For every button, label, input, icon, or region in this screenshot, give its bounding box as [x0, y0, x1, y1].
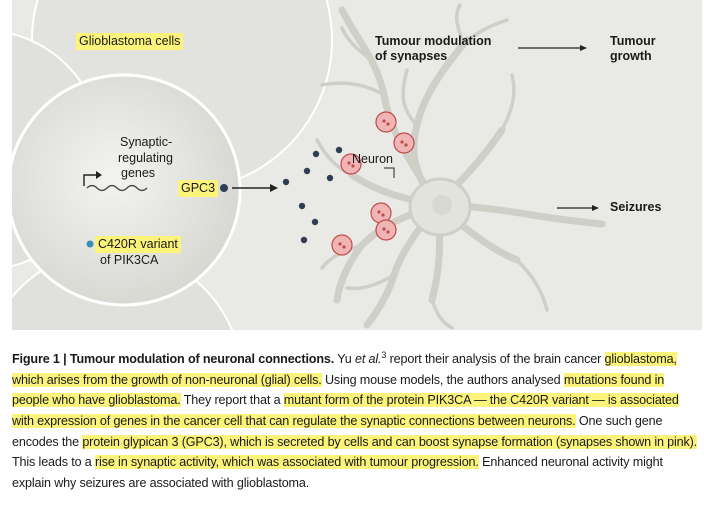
seizures-label: Seizures [610, 200, 662, 214]
tumour-growth-label-line1: Tumour [610, 34, 656, 48]
gpc3-label: GPC3 [178, 180, 219, 197]
gene-expression-arrow [83, 174, 96, 186]
gene-expression-arrowhead [96, 171, 102, 179]
secreted-gpc3-particles [282, 146, 343, 244]
caption-highlight-4: protein glypican 3 (GPC3), which is secr… [82, 434, 698, 449]
caption-text-7: Enhanced neuronal activity might explain… [12, 455, 663, 490]
c420r-variant-dot [86, 240, 94, 248]
caption-text-4: They report that a [180, 393, 284, 408]
caption-et-al: et al. [354, 352, 382, 367]
synaptic-genes-label-line3: genes [121, 166, 156, 180]
secretion-arrowhead [270, 184, 278, 192]
pik3ca-label: of PIK3CA [100, 253, 159, 267]
caption-title: Tumour modulation of neuronal connection… [69, 352, 335, 367]
glioblastoma-cells-label: Glioblastoma cells [76, 33, 184, 50]
tumour-modulation-label-line1: Tumour modulation [375, 34, 492, 48]
caption-text-3: Using mouse models, the authors analysed [321, 372, 564, 387]
synaptic-genes-label-line1: Synaptic- [120, 135, 173, 149]
caption-text-1: Yu [334, 352, 355, 367]
tumour-modulation-label-line2: of synapses [375, 49, 448, 63]
gene-dna-squiggle [86, 184, 148, 192]
synaptic-genes-label-line2: regulating [118, 151, 173, 165]
neuron-label: Neuron [352, 152, 393, 166]
glioblastoma-cell-main [12, 73, 242, 307]
caption-citation: 3 [381, 350, 387, 360]
synapses [331, 111, 415, 256]
synapse-vesicles [338, 119, 408, 249]
gpc3-dot [220, 184, 228, 192]
figure-illustration: Glioblastoma cells Synaptic- regulating … [12, 0, 702, 330]
tumour-growth-label-line2: growth [610, 49, 652, 63]
c420r-variant-label: C420R variant [95, 236, 181, 253]
caption-highlight-5: rise in synaptic activity, which was ass… [95, 455, 479, 470]
neuron [315, 3, 606, 330]
figure-caption: Figure 1 | Tumour modulation of neuronal… [12, 345, 700, 493]
caption-text-5: One such gene encodes the [12, 413, 663, 449]
neuron-pointer [384, 167, 395, 178]
caption-text-2: report their analysis of the brain cance… [386, 352, 605, 367]
caption-figure-label: Figure 1 | [12, 352, 70, 367]
growth-arrowhead [580, 45, 587, 51]
seizures-arrowhead [592, 205, 599, 211]
caption-text-6: This leads to a [12, 455, 96, 470]
